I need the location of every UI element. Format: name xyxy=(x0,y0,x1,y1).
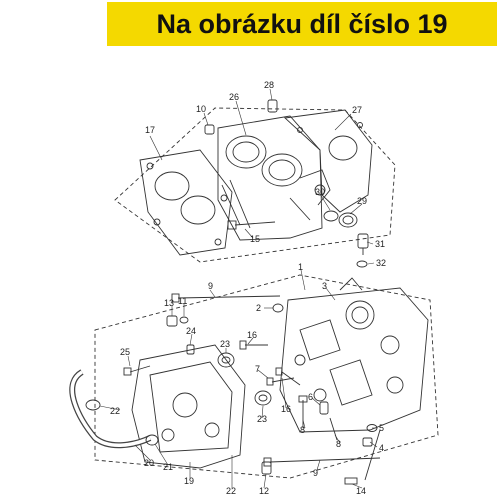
label-14: 14 xyxy=(356,486,366,496)
label-12: 12 xyxy=(259,486,269,496)
stud-16-lower xyxy=(275,367,301,386)
banner-text: Na obrázku díl číslo 19 xyxy=(156,8,448,39)
label-22-visible: 22 xyxy=(226,486,236,496)
dowel-pin-10 xyxy=(204,124,215,135)
label-5: 5 xyxy=(379,423,384,433)
leader-lines xyxy=(99,88,378,489)
part-number-labels: 17 10 26 28 27 30 29 31 32 15 1 3 9 2 13… xyxy=(110,80,386,496)
label-20: 21 xyxy=(163,462,173,472)
label-23-upper: 23 xyxy=(220,339,230,349)
stud-bolt-15 xyxy=(227,220,276,230)
label-10: 10 xyxy=(196,104,206,114)
long-bolt-9-lower xyxy=(263,457,381,467)
dowel-24 xyxy=(186,344,195,355)
washer-32 xyxy=(356,260,368,268)
long-bolt-9-upper xyxy=(171,293,281,303)
label-2: 2 xyxy=(256,303,261,313)
label-19: 20 xyxy=(144,458,154,468)
label-17: 17 xyxy=(145,125,155,135)
sensor-31 xyxy=(357,233,369,255)
part-banner: Na obrázku díl číslo 19 xyxy=(107,2,497,46)
label-24: 24 xyxy=(186,326,196,336)
plug-29 xyxy=(338,212,358,228)
label-4: 4 xyxy=(379,443,384,453)
label-3: 3 xyxy=(322,281,327,291)
bolt-4 xyxy=(362,437,373,447)
label-1: 1 xyxy=(298,262,303,272)
hose-clamp-20 xyxy=(145,434,159,446)
head-gasket-17 xyxy=(139,149,233,256)
label-25: 25 xyxy=(120,347,130,357)
label-7: 7 xyxy=(255,364,260,374)
crankcase-left-cover-18 xyxy=(131,344,246,469)
crankcase-assembly-outline xyxy=(94,274,439,479)
label-23-lower: 23 xyxy=(257,414,267,424)
hose-clamp-21 xyxy=(85,399,101,411)
bolt-25 xyxy=(123,365,151,376)
label-6: 6 xyxy=(308,392,313,402)
label-21: 22 xyxy=(110,406,120,416)
label-9-lower: 9 xyxy=(313,468,318,478)
label-8-right: 8 xyxy=(336,439,341,449)
dowel-6 xyxy=(319,401,329,415)
label-26: 26 xyxy=(229,92,239,102)
plug-12 xyxy=(261,461,272,475)
label-30: 30 xyxy=(315,187,325,197)
oil-hose-19 xyxy=(69,369,152,449)
label-27: 27 xyxy=(352,105,362,115)
label-9-upper: 9 xyxy=(208,281,213,291)
label-16-upper: 16 xyxy=(247,330,257,340)
label-13: 13 xyxy=(164,298,174,308)
washer-11 xyxy=(179,316,189,324)
dowel-pin-28 xyxy=(267,99,278,113)
crankcase-right-half xyxy=(279,277,429,433)
stud-7 xyxy=(266,377,295,386)
label-32: 32 xyxy=(376,258,386,268)
label-18: 19 xyxy=(184,476,194,486)
label-28: 28 xyxy=(264,80,274,90)
bolt-8-left xyxy=(298,395,308,428)
label-16-lower: 16 xyxy=(281,404,291,414)
o-ring-30 xyxy=(323,210,339,222)
bolt-14 xyxy=(344,429,381,485)
label-8-left: 8 xyxy=(300,425,305,435)
cylinder-block xyxy=(217,115,331,241)
label-29: 29 xyxy=(357,196,367,206)
oil-seal-23-lower xyxy=(254,390,272,406)
plug-13 xyxy=(166,315,178,327)
stud-16-upper xyxy=(239,340,268,350)
label-31: 31 xyxy=(375,239,385,249)
cylinder-assembly-outline xyxy=(114,107,396,263)
label-11: 11 xyxy=(178,296,187,306)
label-15: 15 xyxy=(250,234,260,244)
plug-2 xyxy=(272,303,284,313)
